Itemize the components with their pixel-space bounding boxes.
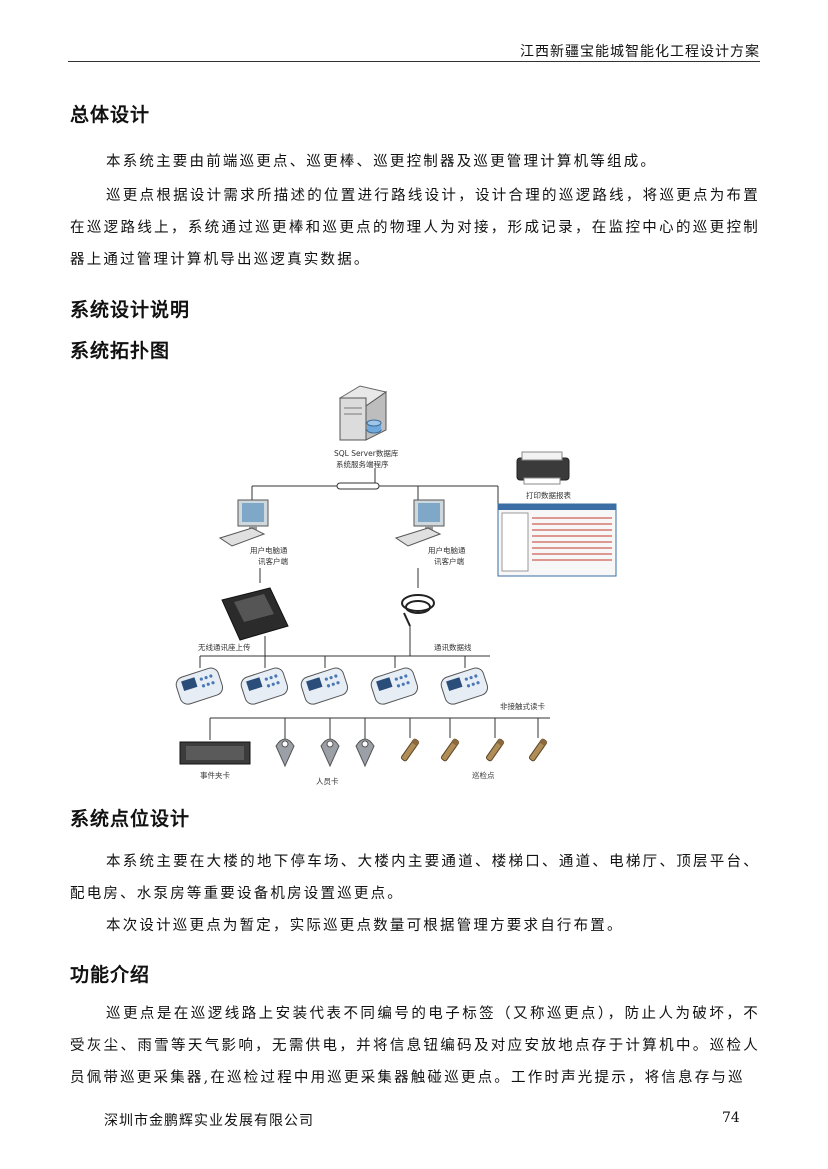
section-heading-design-desc: 系统设计说明 (70, 299, 191, 321)
patrol-point-icon (400, 738, 420, 762)
patrol-reader-icon (440, 667, 489, 705)
patrol-reader-icon (240, 667, 289, 705)
data-cable-icon (401, 594, 435, 627)
section-heading-functions: 功能介绍 (70, 964, 151, 986)
key-fob-icon (320, 738, 340, 768)
client2-label-1: 用户电脑通 (428, 545, 466, 555)
patrol-point-icon (440, 738, 460, 762)
patrol-reader-icon (175, 667, 224, 705)
section-heading-topology: 系统拓扑图 (70, 340, 171, 362)
server-label-1: SQL Server数据库 (334, 448, 399, 458)
page-number: 74 (722, 1110, 740, 1126)
printer-icon (516, 451, 570, 485)
key-fob-icon (275, 738, 295, 768)
client2-label-2: 讯客户端 (434, 556, 464, 566)
patrol-point-icon (528, 738, 548, 762)
topology-diagram: SQL Server数据库 系统服务端程序 打印数据报表 用户电脑通 讯客户端 … (175, 385, 617, 786)
overall-paragraph-1: 本系统主要由前端巡更点、巡更棒、巡更控制器及巡更管理计算机等组成。 (106, 154, 658, 170)
wireless-label: 无线通讯座上传 (198, 642, 251, 652)
functions-paragraph-1: 巡更点是在巡逻线路上安装代表不同编号的电子标签（又称巡更点），防止人为破坏，不受… (70, 1006, 760, 1086)
client-computer-icon (218, 499, 269, 547)
overall-paragraph-2: 巡更点根据设计需求所描述的位置进行路线设计，设计合理的巡逻路线，将巡更点为布置在… (70, 188, 760, 268)
points-paragraph-1: 本系统主要在大楼的地下停车场、大楼内主要通道、楼梯口、通道、电梯厅、顶层平台、配… (70, 854, 760, 902)
report-screenshot-icon (497, 503, 617, 577)
event-card-icon (179, 741, 251, 765)
document-header-title: 江西新疆宝能城智能化工程设计方案 (520, 44, 760, 60)
network-hub-icon (336, 482, 380, 490)
patrol-reader-icon (300, 667, 349, 705)
client-computer-icon (394, 499, 445, 547)
connection-lines (199, 468, 550, 740)
key-fob-icon (355, 738, 375, 768)
person-card-label: 人员卡 (316, 776, 339, 786)
event-card-label: 事件夹卡 (200, 770, 230, 780)
section-heading-overall: 总体设计 (70, 104, 151, 126)
patrol-point-icon (485, 738, 505, 762)
points-paragraph-2: 本次设计巡更点为暂定，实际巡更点数量可根据管理方要求自行布置。 (106, 918, 624, 934)
client1-label-2: 讯客户端 (258, 556, 288, 566)
printer-label: 打印数据报表 (526, 490, 571, 500)
patrol-reader-icon (370, 667, 419, 705)
wireless-dock-icon (221, 587, 289, 641)
footer-company: 深圳市金鹏辉实业发展有限公司 (104, 1113, 314, 1129)
patrol-point-label: 巡检点 (472, 770, 495, 780)
section-heading-points: 系统点位设计 (70, 808, 191, 830)
server-label-2: 系统服务端程序 (336, 459, 389, 469)
server-icon (338, 385, 388, 441)
client1-label-1: 用户电脑通 (250, 545, 288, 555)
contactless-label: 非接触式读卡 (500, 701, 545, 711)
cable-label: 通讯数据线 (434, 642, 472, 652)
header-divider (68, 61, 760, 62)
